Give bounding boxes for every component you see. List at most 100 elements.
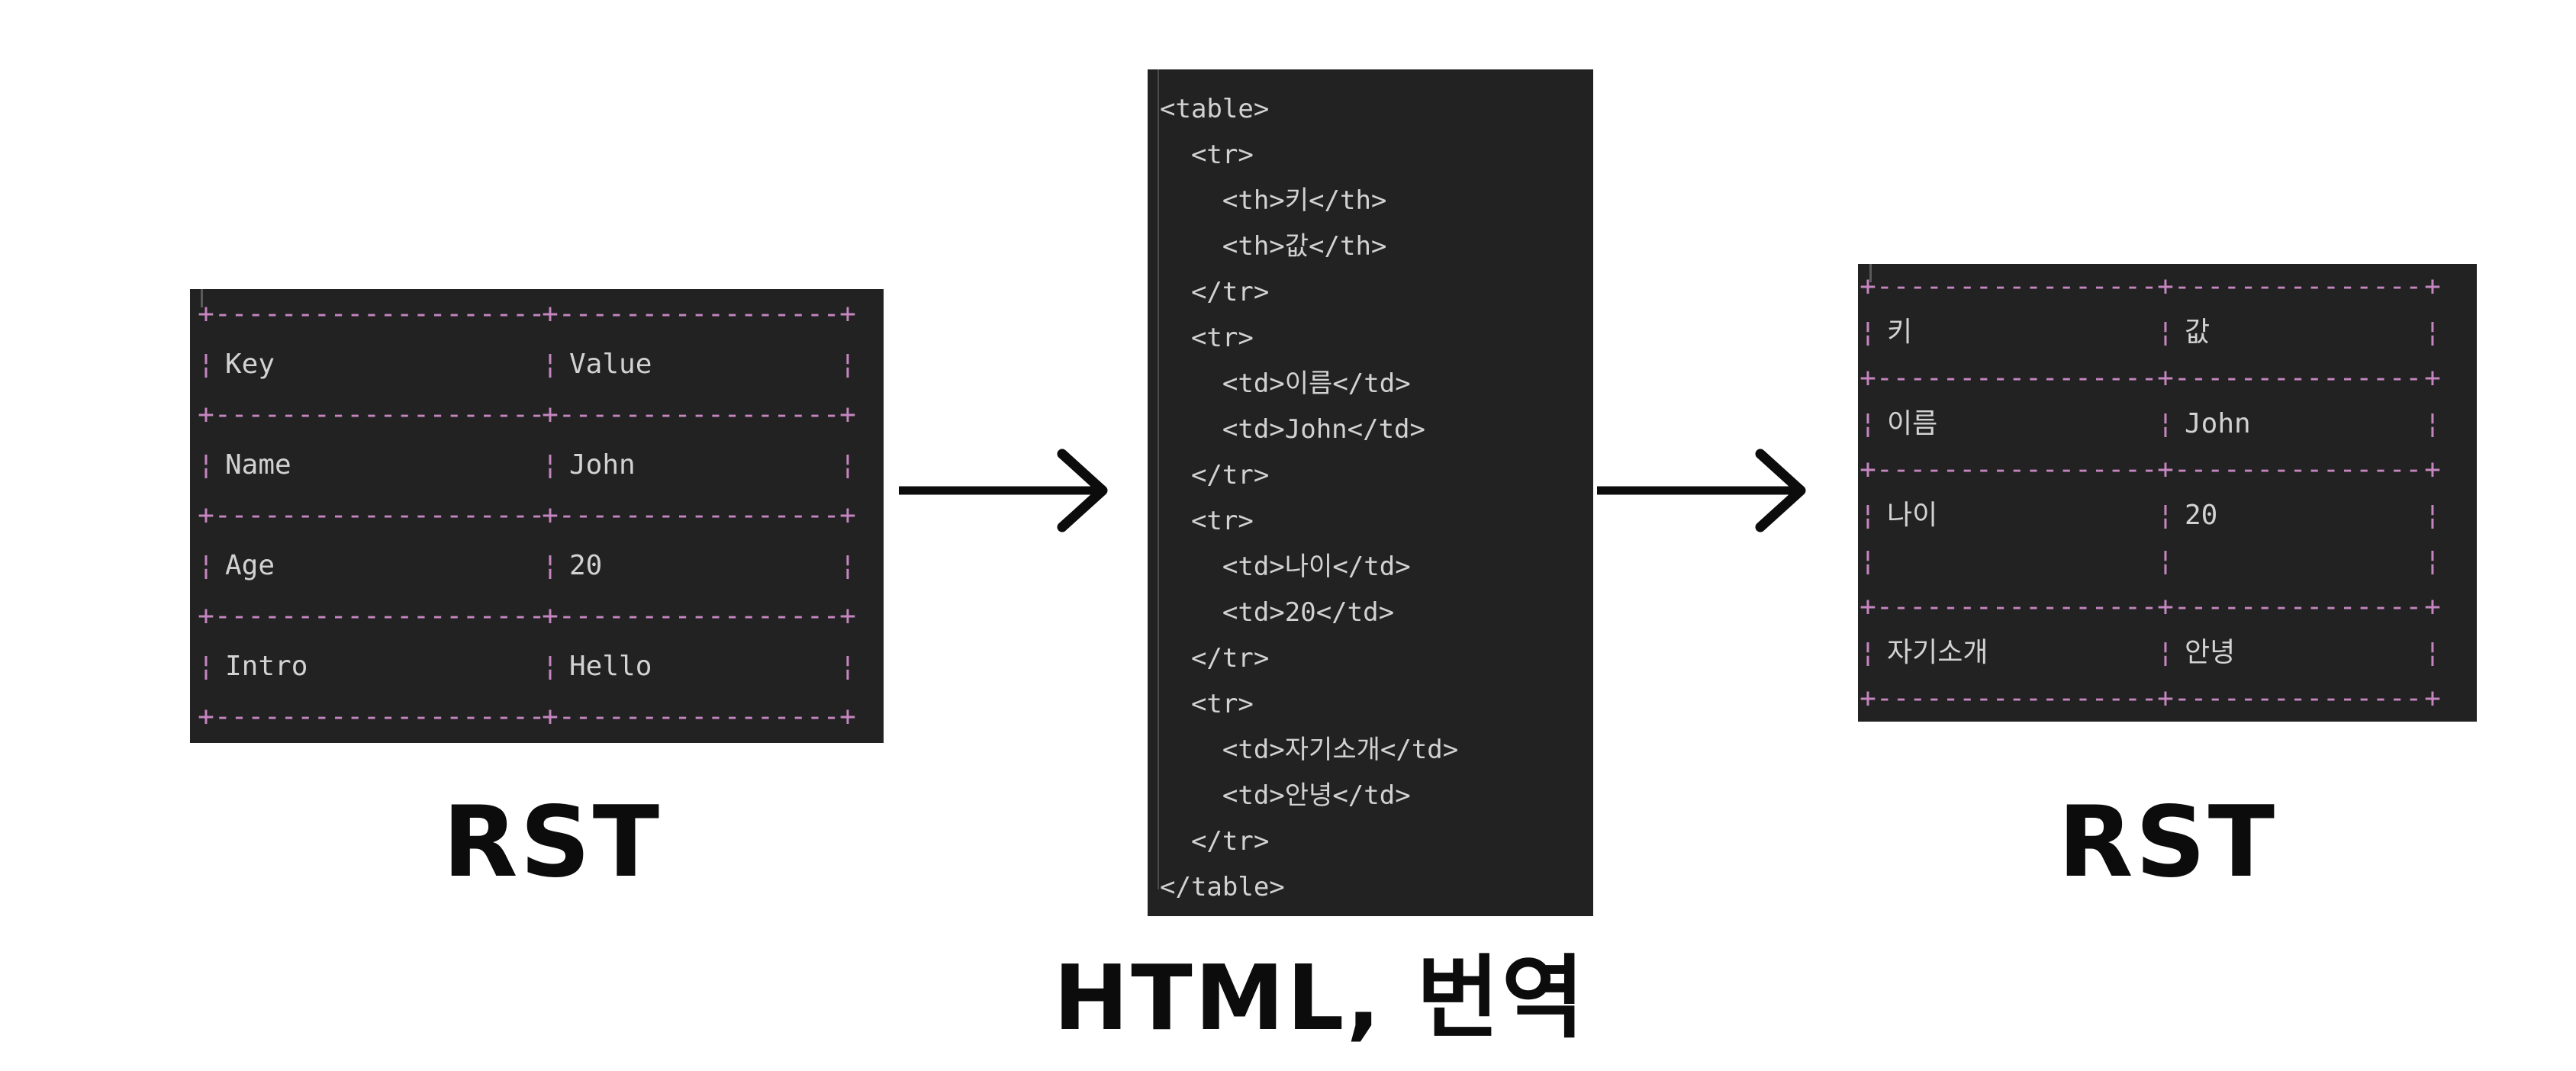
rst-pipe: ¦ <box>1860 500 1876 531</box>
rst-cell-empty <box>1876 539 2157 584</box>
rst-table-english: +---------------------------------------… <box>190 289 884 742</box>
rst-row: ¦이름¦John¦ <box>1860 401 2477 447</box>
rst-row: ¦ Intro ¦ Hello ¦ <box>198 642 884 692</box>
rst-cell-key: Intro <box>225 651 308 682</box>
rst-dash-run: ----------------------------------------… <box>2174 591 2424 622</box>
code-line: <tr> <box>1160 323 1254 353</box>
rst-pipe: ¦ <box>198 651 214 682</box>
rst-cell-key: 자기소개 <box>1887 637 1988 668</box>
rst-pipe: ¦ <box>542 651 559 682</box>
rst-pipe: ¦ <box>542 550 559 581</box>
code-line: <tr> <box>1160 140 1254 170</box>
flow-arrow-code-to-right-icon <box>1597 449 1806 532</box>
code-line: <td>나이</td> <box>1160 552 1411 582</box>
rst-border-line: + ---------------------------------------… <box>1860 676 2477 722</box>
rst-junction: + <box>839 701 856 732</box>
rst-pipe: ¦ <box>839 550 856 581</box>
indent-guide-fragment <box>1869 264 1872 282</box>
rst-junction: + <box>2157 271 2174 302</box>
indent-guide <box>1158 69 1159 889</box>
rst-row-header: ¦Key¦Value¦ <box>198 339 884 390</box>
rst-pipe: ¦ <box>2424 317 2441 348</box>
code-line: <td>자기소개</td> <box>1160 735 1459 765</box>
rst-pipe: ¦ <box>542 349 559 380</box>
code-line: </tr> <box>1160 460 1270 490</box>
rst-junction: + <box>2157 362 2174 394</box>
rst-junction: + <box>2424 683 2441 714</box>
rst-cell-value: John <box>569 449 636 481</box>
rst-row: ¦ Name ¦ John ¦ <box>198 440 884 490</box>
label-html-translate: HTML, 번역 <box>1053 945 1587 1050</box>
rst-cell-value: 20 <box>569 550 603 581</box>
code-line: </tr> <box>1160 643 1270 674</box>
rst-pipe: ¦ <box>542 449 559 481</box>
rst-junction: + <box>542 701 559 732</box>
label-rst-result: RST <box>2057 786 2278 899</box>
rst-pipe: ¦ <box>198 349 214 380</box>
rst-dash-run: ----------------------------------------… <box>214 701 542 732</box>
rst-pipe: ¦ <box>2424 545 2441 577</box>
code-line: <td>안녕</td> <box>1160 780 1411 811</box>
rst-border-line: +---------------------------------------… <box>1860 264 2477 310</box>
rst-cell-value: 값 <box>2185 317 2211 348</box>
rst-cell-key: 이름 <box>1887 408 1938 439</box>
rst-dash-run: ----------------------------------------… <box>559 298 839 330</box>
rst-junction: + <box>542 500 559 531</box>
rst-pipe: ¦ <box>2157 317 2174 348</box>
rst-pipe: ¦ <box>839 651 856 682</box>
rst-junction: + <box>2424 454 2441 485</box>
rst-cell-key: Name <box>225 449 291 481</box>
rst-pipe: ¦ <box>839 449 856 481</box>
rst-pipe: ¦ <box>2157 408 2174 439</box>
rst-junction: + <box>1860 271 1876 302</box>
rst-dash-run: ----------------------------------------… <box>2174 271 2424 302</box>
rst-pipe: ¦ <box>198 550 214 581</box>
rst-row-continuation: ¦ ¦ ¦ <box>1860 539 2477 584</box>
flow-arrow-left-to-code-icon <box>899 449 1108 532</box>
rst-dash-run: ----------------------------------------… <box>1876 362 2157 394</box>
rst-pipe: ¦ <box>1860 545 1876 577</box>
rst-cell-key: 키 <box>1887 317 1913 348</box>
rst-cell-value: 20 <box>2185 500 2218 531</box>
rst-source-panel: +---------------------------------------… <box>190 289 884 743</box>
rst-cell-key: Key <box>225 349 275 380</box>
rst-dash-run: ----------------------------------------… <box>2174 454 2424 485</box>
rst-junction: + <box>1860 454 1876 485</box>
rst-border-line: +---------------------------------------… <box>1860 447 2477 493</box>
rst-dash-run: ----------------------------------------… <box>1876 683 2157 714</box>
rst-border-line: + ---------------------------------------… <box>198 390 884 440</box>
rst-pipe: ¦ <box>2157 637 2174 668</box>
rst-junction: + <box>198 701 214 732</box>
code-line: <tr> <box>1160 689 1254 719</box>
rst-dash-run: ----------------------------------------… <box>2174 362 2424 394</box>
rst-cell-value: Hello <box>569 651 652 682</box>
rst-dash-run: ----------------------------------------… <box>214 399 542 430</box>
rst-junction: + <box>2424 271 2441 302</box>
rst-junction: + <box>839 399 856 430</box>
rst-pipe: ¦ <box>2157 500 2174 531</box>
code-line: </tr> <box>1160 826 1270 857</box>
rst-dash-run: ----------------------------------------… <box>214 500 542 531</box>
rst-dash-run: ----------------------------------------… <box>559 701 839 732</box>
rst-cell-empty <box>2174 539 2424 584</box>
code-line: <tr> <box>1160 506 1254 536</box>
html-code-block: <table> <tr> <th>키</th> <th>값</th> </tr>… <box>1148 69 1593 910</box>
rst-row: ¦Age¦20¦ <box>198 541 884 591</box>
rst-dash-run: ----------------------------------------… <box>1876 271 2157 302</box>
code-line: </table> <box>1160 872 1285 902</box>
rst-pipe: ¦ <box>2157 545 2174 577</box>
rst-border-line: +---------------------------------------… <box>198 490 884 541</box>
rst-junction: + <box>198 298 214 330</box>
rst-junction: + <box>2424 362 2441 394</box>
rst-junction: + <box>839 500 856 531</box>
rst-junction: + <box>542 298 559 330</box>
rst-border-line: +---------------------------------------… <box>198 692 884 742</box>
rst-pipe: ¦ <box>198 449 214 481</box>
rst-junction: + <box>198 600 214 632</box>
code-line: <th>값</th> <box>1160 231 1387 262</box>
rst-junction: + <box>2157 591 2174 622</box>
code-line: <th>키</th> <box>1160 185 1387 216</box>
rst-cell-key: 나이 <box>1887 500 1938 531</box>
rst-cell-value: 안녕 <box>2185 637 2236 668</box>
rst-dash-run: ----------------------------------------… <box>1876 591 2157 622</box>
